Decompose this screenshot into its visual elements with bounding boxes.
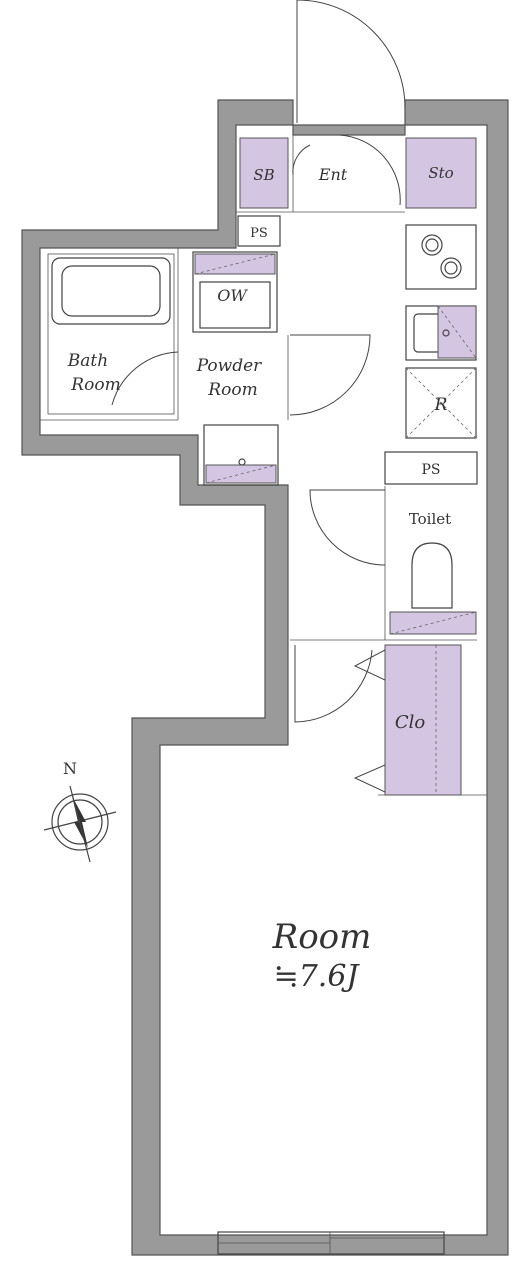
refrigerator [405,367,477,439]
powder-label-2: Room [207,380,257,400]
ow-label: OW [217,286,248,305]
closet [384,644,462,796]
powder-door-swing [289,334,371,416]
ps-top-label: PS [250,226,268,241]
compass-icon: N [43,759,117,863]
room-label: Room [272,917,372,957]
toilet-door-swing [309,489,386,566]
refrigerator-label: R [434,395,448,415]
closet-label: Clo [395,712,426,733]
storage [405,137,477,209]
ps-top [237,215,281,247]
floor-area [39,124,488,1236]
sb-label: SB [253,166,274,184]
ps-mid-label: PS [421,462,440,478]
entrance-door [296,0,406,123]
sto-label: Sto [428,164,453,182]
toilet-bowl [411,542,453,609]
bath-door-swing [111,351,179,406]
ps-middle [384,451,478,485]
ent-label: Ent [318,165,348,184]
powder-label-1: Powder [196,356,262,376]
balcony-window [217,1231,445,1255]
bathtub [51,257,171,325]
wash-basin [203,424,279,486]
bath-label-2: Room [70,375,120,395]
washer-pan [192,251,278,333]
room-door-swing [294,645,373,723]
toilet-label: Toilet [409,510,451,528]
stove [405,224,477,290]
bath-label-1: Bath [67,351,108,371]
compass-north-label: N [63,759,77,778]
shoe-box [239,137,289,209]
room-size-label: ≒7.6J [274,959,361,994]
ent-door-swing [339,134,401,206]
